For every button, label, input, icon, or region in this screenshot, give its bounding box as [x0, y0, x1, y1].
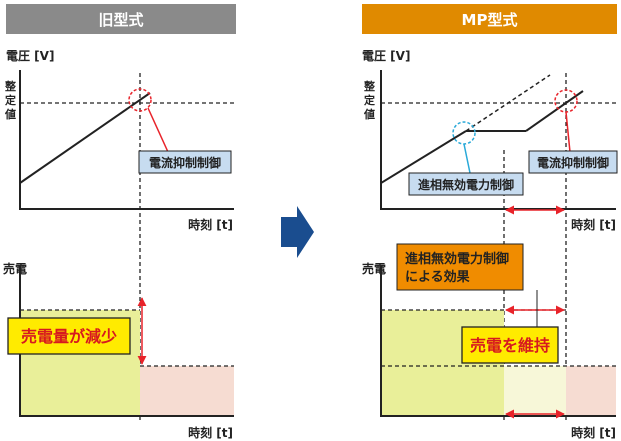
- right-kept-callout-box: [461, 326, 559, 364]
- left-callout-box: [138, 150, 232, 174]
- transition-arrow-icon: [281, 206, 314, 258]
- left-reduced-callout-text: 売電量が減少: [21, 327, 117, 346]
- right-voltage-line-projected: [465, 74, 551, 132]
- left-setpoint-label-1: 整: [4, 79, 16, 93]
- right-effect-callout-box: [396, 243, 524, 291]
- left-time-axis-label: 時刻 [t]: [188, 217, 233, 232]
- right-setpoint-label-3: 値: [363, 107, 375, 121]
- right-voltage-line-rise: [380, 130, 467, 184]
- right-power-area-after: [566, 366, 616, 416]
- right-panel-header: MP型式: [362, 4, 617, 34]
- left-setpoint-label-3: 値: [4, 107, 16, 121]
- right-time-axis-label: 時刻 [t]: [571, 217, 616, 232]
- left-voltage-axis-label: 電圧 [V]: [6, 49, 54, 63]
- right-reactive-callout-box: [408, 172, 524, 196]
- left-power-area-after: [140, 366, 234, 416]
- right-time-axis-label-2: 時刻 [t]: [571, 425, 616, 440]
- right-reactive-callout-text: 進相無効電力制御: [418, 177, 514, 192]
- right-effect-callout-line1: 進相無効電力制御: [405, 251, 509, 267]
- left-panel-header: 旧型式: [6, 4, 236, 34]
- right-power-axis-label: 売電: [362, 261, 386, 276]
- right-reactive-leader: [463, 143, 471, 174]
- left-time-axis-label-2: 時刻 [t]: [188, 425, 233, 440]
- right-power-area-kept: [504, 366, 566, 416]
- right-limit-callout-text: 電流抑制制御: [537, 155, 609, 170]
- left-limit-marker: [128, 88, 152, 112]
- left-callout-text: 電流抑制制御: [149, 155, 221, 170]
- right-voltage-line-resume: [525, 90, 584, 132]
- right-setpoint-label-2: 定: [364, 93, 375, 107]
- right-limit-leader: [565, 111, 571, 153]
- left-power-axis-label: 売電: [3, 261, 27, 276]
- left-voltage-line: [19, 92, 151, 184]
- right-setpoint-label-1: 整: [363, 79, 375, 93]
- right-limit-callout-box: [528, 150, 618, 174]
- left-callout-leader: [147, 107, 169, 153]
- right-voltage-axis-label: 電圧 [V]: [362, 49, 410, 63]
- right-effect-callout-line2: による効果: [405, 269, 470, 285]
- left-reduced-callout-box: [7, 317, 131, 355]
- left-setpoint-label-2: 定: [5, 93, 16, 107]
- right-kept-callout-text: 売電を維持: [470, 336, 550, 355]
